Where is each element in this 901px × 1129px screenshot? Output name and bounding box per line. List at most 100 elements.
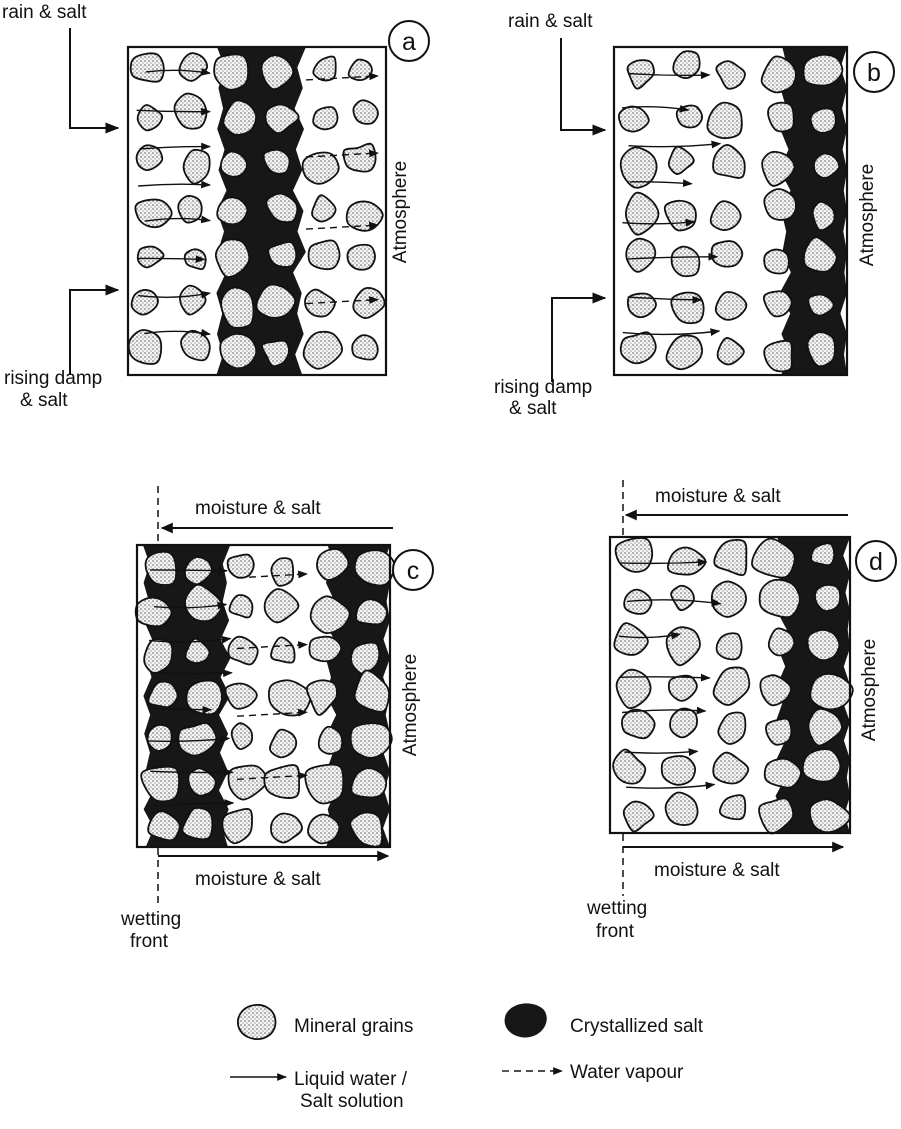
legend-salt-solution: Salt solution [300,1091,404,1112]
mineral-grain [351,723,392,758]
mineral-grain [147,725,171,751]
atmosphere-label: Atmosphere [400,654,421,756]
mineral-grain [668,548,706,575]
mineral-grain [811,108,836,132]
mineral-grain [624,802,654,832]
panel-b-letter: b [867,59,881,87]
mineral-grain [803,749,841,781]
mineral-grain [665,201,696,231]
mineral-grain [313,56,336,80]
mineral-grain [619,107,649,132]
atmosphere-label: Atmosphere [857,164,878,266]
rising-damp-arrow [70,290,118,375]
mineral-grain [768,103,794,132]
rising-damp-label: rising damp [494,377,592,398]
liquid-flow-line [625,751,698,753]
rising-damp-salt-label: & salt [20,390,68,411]
rising-damp-label: rising damp [4,368,102,389]
mineral-grain [304,332,342,369]
porous-medium [613,537,853,833]
porous-medium [136,545,395,847]
mineral-grain [815,585,840,611]
legend-crystallized-salt-symbol [505,1003,547,1037]
atmosphere-label: Atmosphere [390,161,411,263]
mineral-grain [617,670,651,709]
mineral-grain [760,580,800,618]
mineral-grain [626,239,655,272]
mineral-grain [764,291,792,316]
panel-c: moisture & salt moisture & salt wetting … [120,486,433,952]
mineral-grain [803,55,842,86]
mineral-grain [626,193,659,235]
mineral-grain [347,245,375,270]
mineral-grain [670,709,697,738]
panel-c-letter: c [407,557,420,585]
panel-d-letter: d [869,548,883,576]
mineral-grain [718,712,745,744]
mineral-grain [621,332,656,363]
mineral-grain [132,290,158,315]
liquid-flow-line [629,144,721,147]
mineral-grain [671,293,703,324]
mineral-grain [347,201,383,230]
mineral-grain [712,241,743,267]
mineral-grain [129,330,161,364]
mineral-grain [713,145,745,178]
legend-mineral-grain-symbol [238,1005,276,1039]
mineral-grain [220,334,256,368]
panel-b: rain & salt rising damp & salt b Atmosph… [494,11,894,419]
mineral-grain [217,197,247,224]
mineral-grain [269,680,311,715]
mineral-grain [264,765,299,798]
mineral-grain [131,53,164,81]
mineral-grain [711,201,741,230]
mineral-grain [707,103,741,139]
mineral-grain [138,247,164,268]
moisture-salt-bottom-label: moisture & salt [654,860,780,881]
mineral-grain [271,814,302,843]
mineral-grain [226,683,257,708]
mineral-grain [232,723,252,749]
atmosphere-label: Atmosphere [859,639,880,741]
mineral-grain [713,753,748,784]
mineral-grain [671,586,694,611]
mineral-grain [672,247,700,277]
mineral-grain [353,100,378,124]
legend: Mineral grains Crystallized salt Liquid … [230,1003,704,1112]
mineral-grain [669,147,694,174]
mineral-grain [764,341,792,371]
crystallized-salt-band [143,545,390,847]
mineral-grain [180,286,206,315]
mineral-grain [313,107,337,129]
mineral-grain [622,710,655,739]
mineral-grain [667,627,700,665]
mineral-grain [270,730,296,758]
mineral-grain [343,144,375,172]
rain-salt-label: rain & salt [2,2,87,23]
mineral-grain [766,719,791,745]
wetting-label: wetting [586,898,647,919]
liquid-flow-line [623,331,720,334]
mineral-grain [720,795,745,819]
mineral-grain [614,623,648,655]
mineral-grain [666,335,702,369]
mineral-grain [181,331,210,360]
mineral-grain [184,150,210,184]
mineral-grain [717,633,742,659]
porous-medium [619,47,847,375]
rising-damp-salt-label: & salt [509,398,557,419]
mineral-grain [222,809,252,843]
mineral-grain [229,595,252,617]
moisture-salt-top-label: moisture & salt [195,498,321,519]
mineral-grain [764,250,789,274]
mineral-grain [271,637,294,662]
mineral-grain [229,766,268,800]
legend-water-vapour: Water vapour [570,1062,684,1083]
moisture-salt-bottom-label: moisture & salt [195,869,321,890]
mineral-grain [271,558,293,586]
mineral-grain [716,61,745,89]
mineral-grain [714,667,750,705]
mineral-grain [669,676,697,701]
mineral-grain [764,189,796,220]
mineral-grain [662,756,695,785]
